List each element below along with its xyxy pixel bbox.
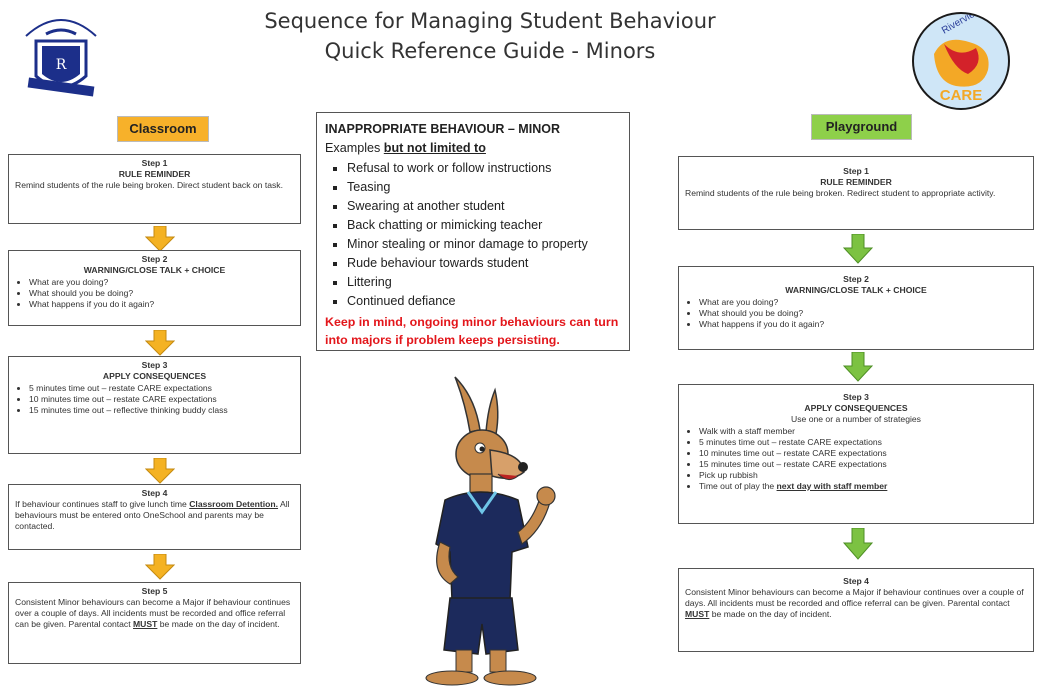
step-list: What are you doing? What should you be d… (685, 297, 1027, 330)
classroom-label: Classroom (117, 116, 209, 142)
classroom-step-1: Step 1 RULE REMINDER Remind students of … (8, 154, 301, 224)
kangaroo-mascot-icon (400, 372, 580, 690)
step-body: Remind students of the rule being broken… (15, 180, 283, 190)
minor-behaviour-heading: INAPPROPRIATE BEHAVIOUR – MINOR (325, 122, 560, 136)
list-item: Time out of play the next day with staff… (699, 481, 1027, 492)
down-arrow-icon (144, 553, 176, 580)
step-number: Step 1 (141, 158, 168, 168)
examples-line: Examples but not limited to (325, 141, 486, 155)
page-title: Sequence for Managing Student Behaviour … (200, 6, 780, 66)
playground-step-3: Step 3 APPLY CONSEQUENCES Use one or a n… (678, 384, 1034, 524)
playground-step-4: Step 4 Consistent Minor behaviours can b… (678, 568, 1034, 652)
down-arrow-icon (144, 329, 176, 356)
list-item: What happens if you do it again? (699, 319, 1027, 330)
step-number: Step 2 (141, 254, 168, 264)
step-subtitle: Use one or a number of strategies (791, 414, 921, 424)
list-item: Pick up rubbish (699, 470, 1027, 481)
step-title: WARNING/CLOSE TALK + CHOICE (785, 285, 927, 295)
school-crest-icon: R (6, 6, 116, 106)
down-arrow-icon (144, 457, 176, 484)
step-number: Step 1 (843, 166, 869, 176)
list-item: 5 minutes time out – restate CARE expect… (699, 437, 1027, 448)
classroom-step-4: Step 4 If behaviour continues staff to g… (8, 484, 301, 550)
step-number: Step 4 (141, 488, 168, 498)
list-item: Teasing (347, 178, 621, 197)
step-number: Step 2 (843, 274, 869, 284)
step-list: 5 minutes time out – restate CARE expect… (15, 383, 294, 416)
svg-text:R: R (56, 57, 67, 73)
list-item: What should you be doing? (29, 288, 294, 299)
classroom-step-2: Step 2 WARNING/CLOSE TALK + CHOICE What … (8, 250, 301, 326)
title-line-2: Quick Reference Guide - Minors (324, 39, 656, 63)
down-arrow-icon (842, 233, 874, 264)
list-item: Swearing at another student (347, 197, 621, 216)
list-item: What are you doing? (29, 277, 294, 288)
step-body: Consistent Minor behaviours can become a… (685, 587, 1024, 619)
list-item: Littering (347, 273, 621, 292)
classroom-step-5: Step 5 Consistent Minor behaviours can b… (8, 582, 301, 664)
classroom-step-3: Step 3 APPLY CONSEQUENCES 5 minutes time… (8, 356, 301, 454)
list-item: Continued defiance (347, 292, 621, 311)
playground-step-1: Step 1 RULE REMINDER Remind students of … (678, 156, 1034, 230)
down-arrow-icon (144, 225, 176, 252)
playground-step-2: Step 2 WARNING/CLOSE TALK + CHOICE What … (678, 266, 1034, 350)
list-item: 5 minutes time out – restate CARE expect… (29, 383, 294, 394)
list-item: Walk with a staff member (699, 426, 1027, 437)
list-item: What should you be doing? (699, 308, 1027, 319)
list-item: Minor stealing or minor damage to proper… (347, 235, 621, 254)
list-item: Rude behaviour towards student (347, 254, 621, 273)
step-title: APPLY CONSEQUENCES (804, 403, 908, 413)
step-list: What are you doing? What should you be d… (15, 277, 294, 310)
step-body: Consistent Minor behaviours can become a… (15, 597, 291, 629)
step-body: Remind students of the rule being broken… (685, 188, 996, 198)
list-item: 10 minutes time out – restate CARE expec… (29, 394, 294, 405)
list-item: 10 minutes time out – restate CARE expec… (699, 448, 1027, 459)
step-body: If behaviour continues staff to give lun… (15, 499, 290, 531)
list-item: Back chatting or mimicking teacher (347, 216, 621, 235)
roos-logo-text: Riverview Roos (940, 14, 1006, 37)
list-item: What are you doing? (699, 297, 1027, 308)
roos-care-logo-icon: Riverview Roos CARE (912, 12, 1010, 110)
step-title: APPLY CONSEQUENCES (102, 371, 207, 381)
down-arrow-icon (842, 351, 874, 382)
minor-behaviour-box: INAPPROPRIATE BEHAVIOUR – MINOR Examples… (316, 112, 630, 351)
care-logo-text: CARE (940, 87, 983, 104)
down-arrow-icon (842, 527, 874, 560)
playground-label: Playground (811, 114, 912, 140)
step-title: WARNING/CLOSE TALK + CHOICE (83, 265, 226, 275)
step-title: RULE REMINDER (820, 177, 892, 187)
behaviour-list: Refusal to work or follow instructions T… (325, 159, 621, 311)
step-list: Walk with a staff member 5 minutes time … (685, 426, 1027, 492)
step-number: Step 4 (843, 576, 869, 586)
step-number: Step 5 (141, 586, 168, 596)
list-item: What happens if you do it again? (29, 299, 294, 310)
step-title: RULE REMINDER (118, 169, 191, 179)
title-line-1: Sequence for Managing Student Behaviour (264, 9, 716, 33)
step-number: Step 3 (141, 360, 168, 370)
warning-text: Keep in mind, ongoing minor behaviours c… (325, 315, 619, 347)
list-item: 15 minutes time out – restate CARE expec… (699, 459, 1027, 470)
list-item: 15 minutes time out – reflective thinkin… (29, 405, 294, 416)
list-item: Refusal to work or follow instructions (347, 159, 621, 178)
step-number: Step 3 (843, 392, 869, 402)
